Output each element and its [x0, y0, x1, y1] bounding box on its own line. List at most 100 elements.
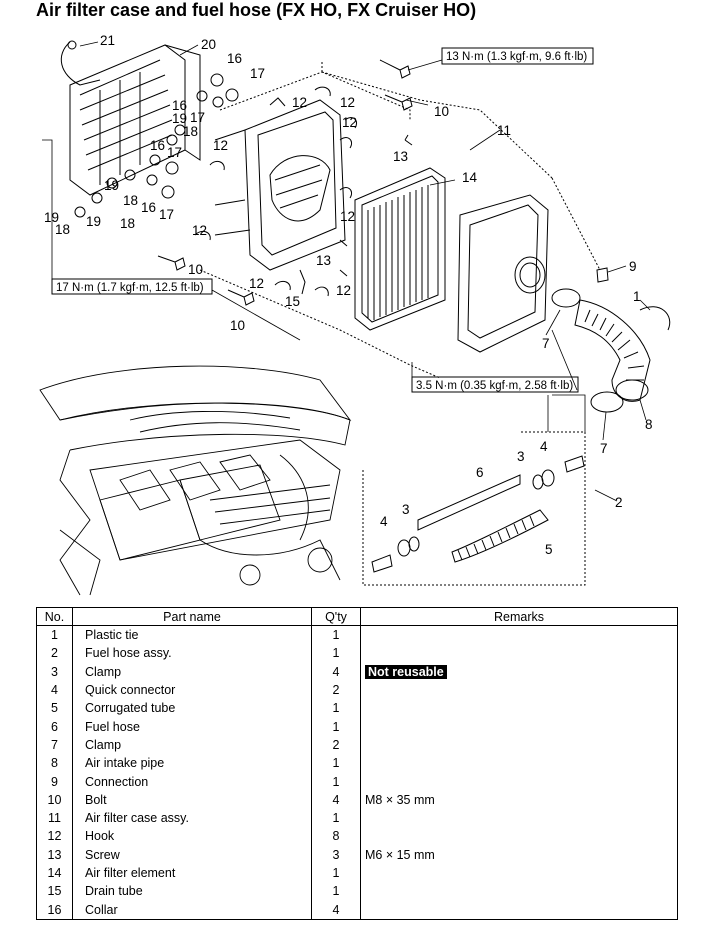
page-title: Air filter case and fuel hose (FX HO, FX…: [36, 0, 477, 20]
callout-17: 17: [250, 66, 265, 81]
header-remarks: Remarks: [360, 607, 678, 626]
callout-12: 12: [340, 209, 355, 224]
callout-16: 16: [172, 98, 187, 113]
part-name: Corrugated tube: [72, 699, 312, 718]
callout-20: 20: [201, 37, 216, 52]
part-number: 10: [36, 790, 73, 809]
part-number: 3: [36, 662, 73, 681]
callout-10: 10: [230, 318, 245, 333]
part-remarks: [360, 754, 678, 773]
part-name: Fuel hose assy.: [72, 644, 312, 663]
part-remarks: [360, 827, 678, 846]
torque-label-13nm: 13 N·m (1.3 kgf·m, 9.6 ft·lb): [446, 51, 587, 63]
part-quantity: 8: [311, 827, 361, 846]
callout-11: 11: [497, 123, 511, 138]
part-quantity: 1: [311, 717, 361, 736]
part-number: 6: [36, 717, 73, 736]
part-name: Drain tube: [72, 882, 312, 901]
part-number: 12: [36, 827, 73, 846]
part-number: 8: [36, 754, 73, 773]
part-name: Screw: [72, 845, 312, 864]
part-remarks: [360, 644, 678, 663]
callout-10: 10: [188, 262, 203, 277]
part-quantity: 4: [311, 662, 361, 681]
callout-16: 16: [227, 51, 242, 66]
callout-14: 14: [462, 170, 478, 185]
callout-4: 4: [380, 514, 388, 529]
callout-9: 9: [629, 259, 637, 274]
callout-12: 12: [336, 283, 351, 298]
part-quantity: 4: [311, 790, 361, 809]
callout-8: 8: [645, 417, 653, 432]
part-remarks: [360, 680, 678, 700]
callout-2: 2: [615, 495, 623, 510]
part-name: Fuel hose: [72, 717, 312, 736]
part-remarks: [360, 717, 678, 736]
part-name: Clamp: [72, 662, 312, 681]
engine-illustration: [39, 365, 352, 596]
callout-12: 12: [340, 95, 355, 110]
part-quantity: 1: [311, 699, 361, 718]
part-name: Air intake pipe: [72, 754, 312, 773]
callout-7: 7: [542, 336, 550, 351]
part-name: Quick connector: [72, 680, 312, 700]
callout-4: 4: [540, 439, 548, 454]
part-number: 16: [36, 900, 73, 920]
part-number: 15: [36, 882, 73, 901]
part-quantity: 1: [311, 754, 361, 773]
part-name: Air filter element: [72, 863, 312, 883]
torque-label-17nm: 17 N·m (1.7 kgf·m, 12.5 ft·lb): [56, 282, 204, 294]
part-number: 13: [36, 845, 73, 864]
part-name: Clamp: [72, 735, 312, 755]
part-remarks: [360, 625, 678, 645]
torque-label-3-5nm: 3.5 N·m (0.35 kgf·m, 2.58 ft·lb): [416, 380, 573, 392]
header-qty: Q'ty: [311, 607, 361, 626]
part-number: 9: [36, 772, 73, 791]
part-name: Connection: [72, 772, 312, 791]
fuel-hose-assembly: [362, 431, 586, 586]
part-name: Plastic tie: [72, 625, 312, 645]
callout-19: 19: [104, 178, 119, 193]
callout-18: 18: [55, 222, 70, 237]
not-reusable-badge: Not reusable: [365, 664, 447, 679]
callout-21: 21: [100, 33, 115, 48]
callout-19: 19: [44, 210, 59, 225]
part-quantity: 1: [311, 644, 361, 663]
callout-16: 16: [141, 200, 156, 215]
part-quantity: 3: [311, 845, 361, 864]
callout-17: 17: [167, 145, 182, 160]
part-quantity: 1: [311, 863, 361, 883]
callout-19: 19: [86, 214, 101, 229]
callout-18: 18: [123, 193, 138, 208]
callout-13: 13: [316, 253, 331, 268]
bolts: [157, 59, 413, 306]
callout-15: 15: [285, 294, 300, 309]
air-filter-element: [354, 167, 446, 331]
part-quantity: 1: [311, 772, 361, 791]
part-quantity: 1: [311, 808, 361, 828]
callout-13: 13: [393, 149, 408, 164]
table-header-row: No. Part name Q'ty Remarks: [36, 607, 678, 626]
part-quantity: 1: [311, 882, 361, 901]
air-filter-case-half: [69, 44, 201, 196]
callout-18: 18: [120, 216, 135, 231]
part-name: Collar: [72, 900, 312, 920]
part-number: 14: [36, 863, 73, 883]
header-part-name: Part name: [72, 607, 312, 626]
callout-16: 16: [150, 138, 165, 153]
part-quantity: 2: [311, 680, 361, 700]
callout-12: 12: [292, 95, 307, 110]
part-number: 11: [36, 808, 73, 828]
intake-frame: [214, 99, 346, 271]
callout-1: 1: [633, 289, 641, 304]
part-remarks: [360, 772, 678, 791]
